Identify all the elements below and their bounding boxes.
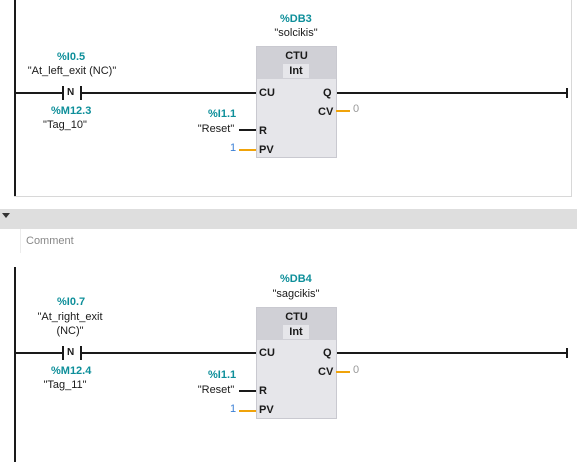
rung-end: [566, 348, 568, 358]
pin-r: R: [259, 125, 267, 137]
rung-wire-out: [336, 352, 568, 354]
comment-placeholder: Comment: [26, 235, 74, 247]
instance-db-address[interactable]: %DB4: [280, 273, 312, 285]
contact-right-bar: [80, 346, 82, 360]
pin-pv: PV: [259, 404, 274, 416]
pv-value[interactable]: 1: [230, 403, 237, 415]
pin-r: R: [259, 385, 267, 397]
reset-tag-name[interactable]: "Reset": [197, 123, 235, 135]
ctu-counter-block[interactable]: CTU Int CU R PV Q CV: [256, 46, 337, 158]
block-datatype[interactable]: Int: [283, 64, 309, 78]
network-separator: [0, 209, 577, 229]
rung-end: [566, 88, 568, 98]
instance-db-name[interactable]: "sagcikis": [272, 288, 320, 300]
collapse-arrow-icon[interactable]: [2, 213, 10, 218]
reset-wire: [239, 129, 256, 131]
negative-edge-contact[interactable]: N: [67, 347, 75, 358]
network-bottom-border: [14, 196, 572, 197]
cv-output-wire[interactable]: [336, 110, 350, 112]
network-right-border: [571, 0, 572, 196]
ctu-counter-block[interactable]: CTU Int CU R PV Q CV: [256, 307, 337, 419]
reset-address[interactable]: %I1.1: [208, 108, 237, 120]
pin-pv: PV: [259, 144, 274, 156]
pin-cv: CV: [318, 366, 334, 378]
pin-cu: CU: [259, 87, 275, 99]
rung-wire-to-cu: [82, 352, 256, 354]
pv-input-wire: [239, 410, 256, 412]
edge-memory-address[interactable]: %M12.4: [51, 365, 92, 377]
pv-input-wire: [239, 149, 256, 151]
contact-left-bar: [62, 346, 64, 360]
rung-wire-out: [336, 92, 568, 94]
pin-cu: CU: [259, 347, 275, 359]
rung-wire-in: [14, 352, 62, 354]
reset-wire: [239, 390, 256, 392]
power-rail-left: [14, 0, 16, 196]
block-type: CTU: [285, 311, 308, 323]
cv-value[interactable]: 0: [353, 103, 360, 115]
edge-memory-name[interactable]: "Tag_10": [43, 119, 87, 131]
rung-wire-to-cu: [82, 92, 256, 94]
rung-wire-in: [14, 92, 62, 94]
pin-q: Q: [323, 347, 332, 359]
instance-db-name[interactable]: "solcikis": [274, 27, 318, 39]
network-1: %I0.5 "At_left_exit (NC)" N %M12.3 "Tag_…: [0, 0, 577, 209]
power-rail-left: [14, 267, 16, 462]
contact-address[interactable]: %I0.7: [57, 296, 86, 308]
reset-address[interactable]: %I1.1: [208, 369, 237, 381]
network-comment-field[interactable]: Comment: [20, 229, 577, 254]
contact-address[interactable]: %I0.5: [57, 51, 86, 63]
block-type: CTU: [285, 50, 308, 62]
negative-edge-contact[interactable]: N: [67, 87, 75, 98]
contact-tag-name-line2[interactable]: (NC)": [56, 325, 84, 337]
block-datatype[interactable]: Int: [283, 325, 309, 339]
cv-value[interactable]: 0: [353, 364, 360, 376]
reset-tag-name[interactable]: "Reset": [197, 384, 235, 396]
contact-right-bar: [80, 86, 82, 100]
cv-output-wire[interactable]: [336, 371, 350, 373]
contact-tag-name[interactable]: "At_left_exit (NC)": [27, 65, 117, 77]
instance-db-address[interactable]: %DB3: [280, 13, 312, 25]
contact-tag-name-line1[interactable]: "At_right_exit: [37, 311, 103, 323]
pv-value[interactable]: 1: [230, 142, 237, 154]
pin-q: Q: [323, 87, 332, 99]
network-2: %I0.7 "At_right_exit (NC)" N %M12.4 "Tag…: [0, 253, 577, 462]
pin-cv: CV: [318, 106, 334, 118]
contact-left-bar: [62, 86, 64, 100]
edge-memory-address[interactable]: %M12.3: [51, 105, 92, 117]
edge-memory-name[interactable]: "Tag_11": [43, 379, 87, 391]
